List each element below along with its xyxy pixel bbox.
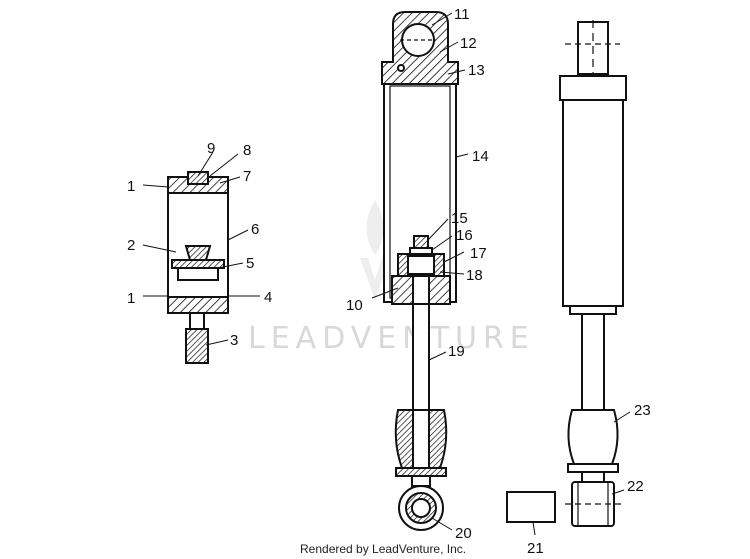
callout-14: 14	[472, 148, 489, 165]
watermark-flame-icon	[360, 200, 390, 300]
callout-1a: 1	[127, 178, 135, 195]
outer-body	[562, 99, 624, 307]
callout-13: 13	[468, 62, 485, 79]
piston-nut	[413, 235, 429, 249]
lower-washer	[567, 463, 619, 473]
callout-3: 3	[230, 332, 238, 349]
top-cap	[559, 75, 627, 101]
callout-2: 2	[127, 237, 135, 254]
shock-cross-section	[381, 11, 459, 531]
lower-eye-end	[571, 481, 615, 527]
callout-8: 8	[243, 142, 251, 159]
reservoir-valve	[187, 171, 209, 185]
hose-fitting	[189, 312, 205, 330]
external-bump-stop	[567, 409, 619, 465]
credit-text: Rendered by LeadVenture, Inc.	[300, 542, 466, 556]
callout-1b: 1	[127, 290, 135, 307]
reservoir-bottom-cap	[167, 296, 229, 314]
lower-collar	[395, 467, 447, 477]
callout-11: 11	[454, 6, 470, 23]
callout-7: 7	[243, 168, 251, 185]
callout-9: 9	[207, 140, 215, 157]
callout-17: 17	[470, 245, 487, 262]
upper-mount-bolt	[397, 64, 405, 72]
callout-19: 19	[448, 343, 465, 360]
callout-18: 18	[466, 267, 483, 284]
callout-10: 10	[346, 297, 363, 314]
callout-12: 12	[460, 35, 477, 52]
left-callouts: 9 8 1 7 2 6 5 1 4 3	[127, 140, 272, 349]
watermark-brand: LEADVENTURE	[248, 321, 535, 356]
bushing-part	[506, 491, 556, 523]
callout-23: 23	[634, 402, 651, 419]
callout-16: 16	[456, 227, 473, 244]
callout-5: 5	[246, 255, 254, 272]
callout-15: 15	[451, 210, 468, 227]
callout-20: 20	[455, 525, 472, 542]
reservoir-assembly	[167, 171, 229, 364]
callout-21: 21	[527, 540, 544, 557]
piston-seal	[184, 245, 212, 261]
right-callouts: 23 22 21	[527, 402, 651, 557]
body-bottom-collar	[569, 305, 617, 315]
piston-oring	[171, 259, 225, 269]
callout-6: 6	[251, 221, 259, 238]
callout-22: 22	[627, 478, 644, 495]
middle-callouts: 11 12 13 14 15 16 17 18 10 19 20	[346, 6, 489, 542]
callout-4: 4	[264, 289, 272, 306]
piston-shaft	[412, 303, 430, 417]
lower-shaft	[581, 313, 605, 411]
shock-external-view	[506, 20, 627, 527]
reservoir-hose	[185, 328, 209, 364]
watermark: LEADVENTURE	[248, 200, 535, 356]
